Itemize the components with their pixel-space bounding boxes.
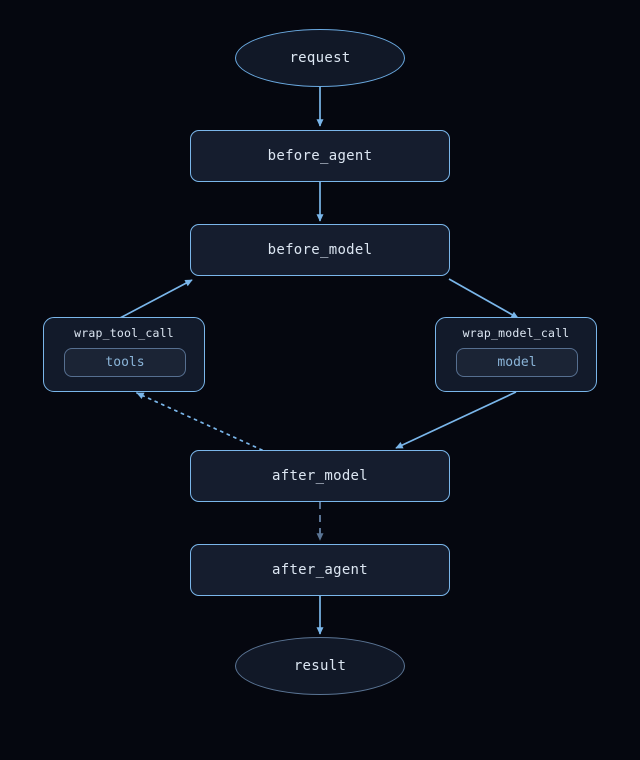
node-before-agent[interactable]: before_agent bbox=[190, 130, 450, 182]
node-result-label: result bbox=[293, 658, 347, 674]
node-before-model-label: before_model bbox=[267, 242, 373, 258]
node-model[interactable]: model bbox=[456, 348, 578, 377]
edge-wrap-model-call-to-after-model bbox=[395, 391, 517, 449]
edge-before-model-to-wrap-model-call bbox=[448, 278, 519, 319]
node-result[interactable]: result bbox=[235, 637, 405, 695]
node-after-agent-label: after_agent bbox=[271, 562, 369, 578]
subgraph-wrap-model-call[interactable]: wrap_model_call model bbox=[435, 317, 597, 392]
node-after-model-label: after_model bbox=[271, 468, 369, 484]
subgraph-wrap-model-call-title: wrap_model_call bbox=[462, 326, 570, 340]
edge-after-model-to-wrap-tool-call bbox=[136, 392, 263, 451]
subgraph-wrap-tool-call[interactable]: wrap_tool_call tools bbox=[43, 317, 205, 392]
node-before-agent-label: before_agent bbox=[267, 148, 373, 164]
node-request-label: request bbox=[289, 50, 351, 66]
node-after-agent[interactable]: after_agent bbox=[190, 544, 450, 596]
node-after-model[interactable]: after_model bbox=[190, 450, 450, 502]
node-before-model[interactable]: before_model bbox=[190, 224, 450, 276]
subgraph-wrap-tool-call-title: wrap_tool_call bbox=[74, 326, 174, 340]
node-tools[interactable]: tools bbox=[64, 348, 186, 377]
node-model-label: model bbox=[497, 355, 537, 370]
edge-wrap-tool-call-to-before-model bbox=[119, 279, 193, 319]
node-tools-label: tools bbox=[105, 355, 145, 370]
node-request[interactable]: request bbox=[235, 29, 405, 87]
